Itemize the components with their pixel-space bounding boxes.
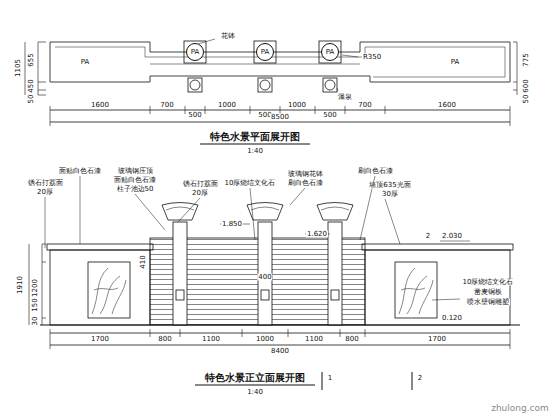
annotation-label: 700 xyxy=(357,102,372,109)
flower-bowl-circle: PA xyxy=(321,43,339,61)
annotation-label: 2 xyxy=(425,233,431,240)
annotation-label: 1910 xyxy=(17,275,24,295)
annotation-label: 墙顶635光面 xyxy=(368,182,411,189)
annotation-label: 1700 xyxy=(427,336,447,343)
annotation-label: 2 xyxy=(417,375,423,382)
annotation-label: 刷白色石漆 xyxy=(287,180,324,187)
annotation-label: 瀑泉 xyxy=(337,94,353,101)
annotation-label: 20厚 xyxy=(36,189,54,196)
annotation-label: 10厚烧结文化石 xyxy=(224,180,277,187)
annotation-label: 玻璃钢花钵 xyxy=(287,171,324,178)
annotation-label: 喷水壁铜雕塑 xyxy=(466,299,510,306)
annotation-label: R350 xyxy=(362,54,382,61)
annotation-label: 1100 xyxy=(201,336,221,343)
area-code: PA xyxy=(261,48,270,56)
annotation-label: 450 xyxy=(28,78,35,93)
annotation-label: 30厚 xyxy=(381,191,399,198)
annotation-label: 2.030 xyxy=(441,233,463,240)
annotation-label: 1 xyxy=(327,375,333,382)
annotation-label: 1200 xyxy=(32,278,39,298)
annotation-label: 1:40 xyxy=(246,148,264,155)
annotation-label: 锈石打荔面 xyxy=(27,180,64,187)
annotation-label: 775 xyxy=(523,52,530,67)
annotation-label: 800 xyxy=(157,336,172,343)
annotation-label: 1000 xyxy=(287,102,307,109)
annotation-label: 玻璃钢压顶 xyxy=(117,168,154,175)
annotation-label: 1600 xyxy=(437,102,457,109)
annotation-label: 1.620 xyxy=(306,231,328,238)
drawing-title: 特色水景正立面展开图 xyxy=(204,373,306,383)
annotation-label: 1000 xyxy=(217,102,237,109)
annotation-label: 600 xyxy=(523,78,530,93)
annotation-label: 500 xyxy=(322,112,337,119)
annotation-label: 1105 xyxy=(15,58,22,78)
annotation-label: 1.850 xyxy=(221,221,243,228)
annotation-label: 8400 xyxy=(270,348,290,355)
annotation-label: 50 xyxy=(28,94,35,105)
flower-bowl-circle: PA xyxy=(186,43,204,61)
annotation-label: 10厚烧结文化石 xyxy=(462,279,515,286)
annotation-label: 锈石打荔面 xyxy=(182,181,219,188)
annotation-label: 柱子池边50 xyxy=(116,186,155,193)
annotation-label: 面贴白色石漆 xyxy=(113,177,157,184)
annotation-label: 花钵 xyxy=(220,33,236,40)
annotation-label: 8500 xyxy=(270,114,290,121)
annotation-label: 30 xyxy=(32,316,39,327)
drawing-title: 特色水景平面展开图 xyxy=(209,132,301,142)
annotation-label: zhulong.com xyxy=(490,404,550,413)
annotation-label: 500 xyxy=(187,112,202,119)
annotation-label: 面贴白色石漆 xyxy=(58,168,102,175)
annotation-label: 410 xyxy=(140,254,147,269)
annotation-label: 0.120 xyxy=(441,315,463,322)
annotation-label: PA xyxy=(450,59,461,66)
annotation-label: 1:40 xyxy=(246,389,264,396)
annotation-label: 800 xyxy=(344,336,359,343)
annotation-label: 700 xyxy=(159,102,174,109)
annotation-label: 1700 xyxy=(90,336,110,343)
annotation-label: 1600 xyxy=(90,102,110,109)
annotation-label: 655 xyxy=(28,52,35,67)
annotation-label: 1000 xyxy=(255,336,275,343)
annotation-label: PA xyxy=(80,59,91,66)
annotation-label: 凿麦铜板 xyxy=(473,289,503,296)
annotation-label: 400 xyxy=(257,274,272,281)
area-code: PA xyxy=(326,48,335,56)
annotation-label: 20厚 xyxy=(191,190,209,197)
area-code: PA xyxy=(191,48,200,56)
annotation-label: 50 xyxy=(523,94,530,105)
annotation-label: 150 xyxy=(32,297,39,312)
annotation-label: 刷白色石漆 xyxy=(357,168,394,175)
annotation-label: 1100 xyxy=(304,336,324,343)
flower-bowl-circle: PA xyxy=(256,43,274,61)
